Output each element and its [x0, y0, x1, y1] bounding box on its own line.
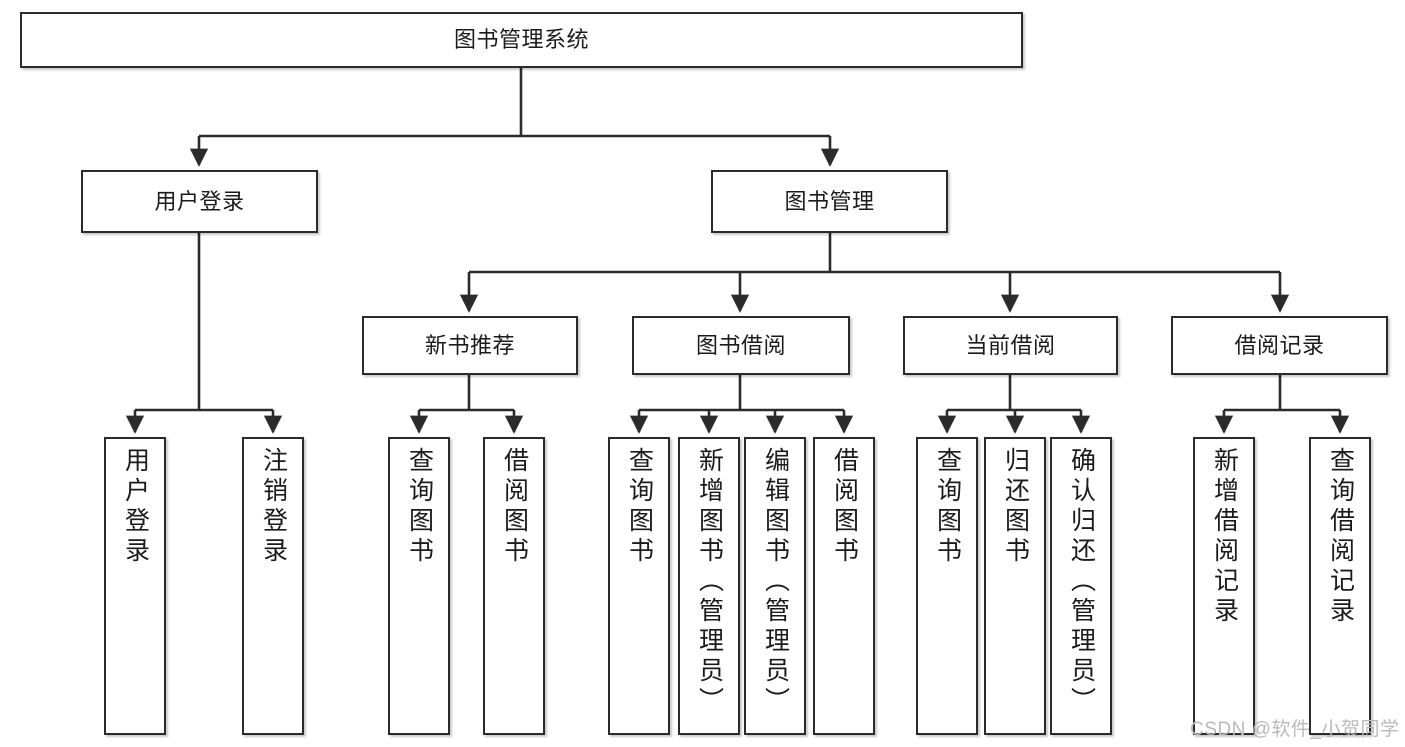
- node-book-management-label: 图书管理: [784, 188, 875, 214]
- leaf-query-book-current[interactable]: 查询图书: [916, 437, 978, 735]
- leaf-borrow-book-rec-label: 借阅图书: [500, 447, 529, 567]
- leaf-edit-book-admin-label: 编辑图书（管理员）: [761, 447, 790, 717]
- leaf-query-borrow-record-label: 查询借阅记录: [1326, 447, 1355, 627]
- leaf-add-borrow-record-label: 新增借阅记录: [1210, 447, 1239, 627]
- leaf-confirm-return-admin[interactable]: 确认归还（管理员）: [1050, 437, 1112, 735]
- leaf-user-logout[interactable]: 注销登录: [242, 437, 304, 735]
- leaf-add-book-admin[interactable]: 新增图书（管理员）: [678, 437, 740, 735]
- node-borrow-record-label: 借阅记录: [1234, 332, 1325, 358]
- node-new-book-recommend-label: 新书推荐: [424, 332, 515, 358]
- node-current-borrow[interactable]: 当前借阅: [903, 316, 1118, 375]
- node-root[interactable]: 图书管理系统: [20, 12, 1023, 68]
- leaf-query-book-borrow-label: 查询图书: [625, 447, 654, 567]
- node-user-login[interactable]: 用户登录: [81, 170, 318, 233]
- node-current-borrow-label: 当前借阅: [965, 332, 1056, 358]
- leaf-add-borrow-record[interactable]: 新增借阅记录: [1193, 437, 1255, 735]
- node-book-borrow-label: 图书借阅: [695, 332, 786, 358]
- leaf-query-book-rec-label: 查询图书: [405, 447, 434, 567]
- leaf-borrow-book[interactable]: 借阅图书: [813, 437, 875, 735]
- node-book-management[interactable]: 图书管理: [711, 170, 948, 233]
- leaf-query-borrow-record[interactable]: 查询借阅记录: [1309, 437, 1371, 735]
- node-user-login-label: 用户登录: [154, 188, 245, 214]
- leaf-return-book-label: 归还图书: [1001, 447, 1030, 567]
- node-root-label: 图书管理系统: [453, 27, 589, 53]
- node-borrow-record[interactable]: 借阅记录: [1171, 316, 1388, 375]
- leaf-user-login-label: 用户登录: [121, 447, 150, 567]
- csdn-watermark: CSDN @软件_小贺同学: [1190, 719, 1400, 740]
- leaf-confirm-return-admin-label: 确认归还（管理员）: [1067, 447, 1096, 717]
- leaf-borrow-book-rec[interactable]: 借阅图书: [483, 437, 545, 735]
- leaf-user-logout-label: 注销登录: [259, 447, 288, 567]
- leaf-edit-book-admin[interactable]: 编辑图书（管理员）: [744, 437, 806, 735]
- node-book-borrow[interactable]: 图书借阅: [632, 316, 850, 375]
- node-new-book-recommend[interactable]: 新书推荐: [362, 316, 578, 375]
- leaf-query-book-borrow[interactable]: 查询图书: [608, 437, 670, 735]
- leaf-user-login[interactable]: 用户登录: [104, 437, 166, 735]
- leaf-query-book-current-label: 查询图书: [933, 447, 962, 567]
- leaf-borrow-book-label: 借阅图书: [830, 447, 859, 567]
- leaf-add-book-admin-label: 新增图书（管理员）: [695, 447, 724, 717]
- leaf-return-book[interactable]: 归还图书: [984, 437, 1046, 735]
- leaf-query-book-rec[interactable]: 查询图书: [388, 437, 450, 735]
